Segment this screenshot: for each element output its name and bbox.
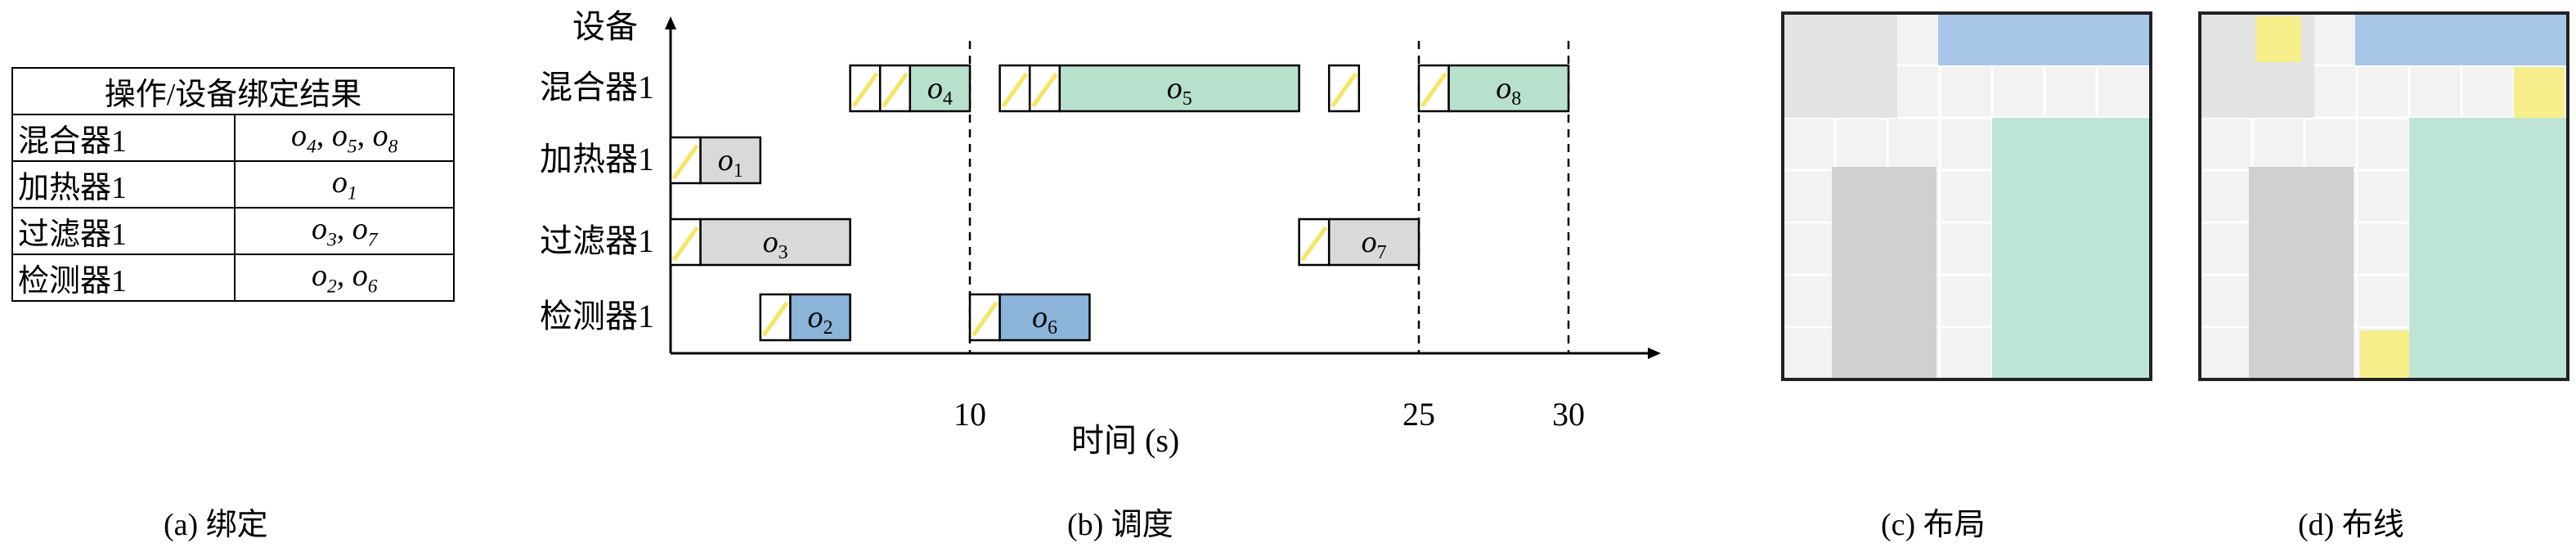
operation-bar [1447,64,1570,113]
x-tick-label: 25 [1402,396,1435,433]
table-row: 加热器1 o1 [11,160,455,209]
operation-bar [699,136,762,185]
operation-bar [1058,64,1300,113]
device-cell: 加热器1 [11,160,236,209]
y-axis-arrow [665,16,676,29]
ops-cell: o2, o6 [234,254,455,302]
device-label: 混合器1 [540,69,654,105]
operation-label: o5 [1167,71,1192,110]
x-axis-arrow [1648,348,1661,359]
operation-bar [909,64,972,113]
droplet-yellow [2255,16,2301,62]
setup-hatch [971,301,999,337]
setup-hatch [1420,72,1447,108]
op-label: o3 [311,211,337,251]
module-blue [1938,13,2151,65]
ops-cell: o1 [234,160,455,209]
setup-hatch [851,72,879,108]
operation-bar [1327,218,1420,267]
module-blue [2355,13,2568,65]
op-label: o5 [331,118,357,158]
device-label: 加热器1 [540,141,654,177]
y-axis-label: 设备 [572,8,638,45]
op-label: o2 [311,258,337,298]
module-gray-light [1783,13,1897,118]
device-label: 检测器1 [540,298,654,334]
setup-hatch [1300,226,1328,262]
chip-border [2198,11,2569,381]
op-label: o1 [331,164,357,204]
module-green [1992,118,2151,379]
setup-hatch [671,226,699,262]
operation-bar [789,293,851,342]
device-label: 过滤器1 [540,222,654,259]
module-gray [2249,167,2354,379]
droplet-yellow [2514,67,2565,118]
ops-cell: o3, o7 [234,207,455,255]
ops-cell: o4, o5, o8 [234,114,455,162]
x-axis-label: 时间 (s) [1071,422,1179,459]
op-label: o6 [352,258,378,298]
op-label: o7 [352,211,378,251]
chip-border [1781,11,2152,381]
operation-bar [999,293,1091,342]
setup-hatch [671,144,699,180]
droplet-yellow [2360,330,2409,378]
setup-hatch [1331,72,1358,108]
device-cell: 混合器1 [11,114,236,162]
x-tick-label: 30 [1552,396,1585,433]
caption-a: (a) 绑定 [164,508,268,542]
caption-d: (d) 布线 [2298,508,2404,542]
binding-table-header: 操作/设备绑定结果 [11,67,455,115]
op-label: o8 [372,118,398,158]
caption-c: (c) 布局 [1881,508,1986,542]
x-tick-label: 10 [954,396,986,433]
device-cell: 过滤器1 [11,207,236,255]
setup-hatch [761,301,789,337]
module-green [2409,118,2568,379]
op-label: o4 [291,118,316,158]
setup-hatch [1001,72,1029,108]
operation-bar [699,218,851,267]
module-gray [1832,167,1936,379]
setup-hatch [1031,72,1058,108]
setup-hatch [882,72,909,108]
device-cell: 检测器1 [11,254,236,302]
routing-diagram [2198,11,2569,381]
caption-b: (b) 调度 [1067,508,1174,542]
layout-diagram [1781,11,2152,381]
